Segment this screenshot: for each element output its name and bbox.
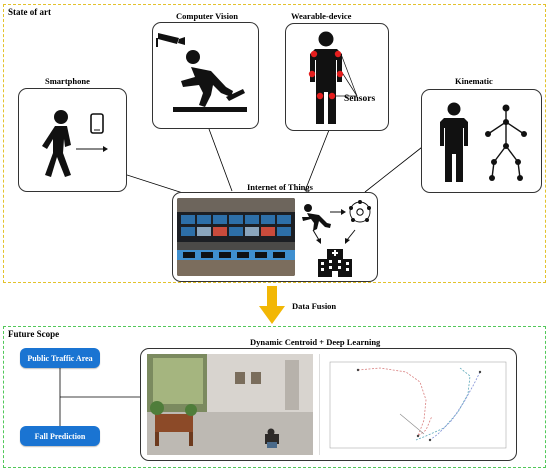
cctv-camera-icon xyxy=(156,33,185,47)
dynamic-centroid-card xyxy=(140,348,517,461)
computer-vision-title: Computer Vision xyxy=(176,11,238,21)
lobby-image xyxy=(147,354,313,455)
public-traffic-area-button[interactable]: Public Traffic Area xyxy=(20,348,100,368)
arrow-right-icon xyxy=(330,209,346,215)
kinematic-title: Kinematic xyxy=(455,76,493,86)
data-fusion-label: Data Fusion xyxy=(292,301,337,311)
control-room-image xyxy=(177,198,295,276)
network-icon xyxy=(349,200,371,223)
iot-card xyxy=(172,192,378,282)
state-of-art-region xyxy=(3,4,546,283)
human-silhouette-icon xyxy=(440,102,468,182)
falling-person-icon xyxy=(302,204,331,231)
iot-title: Internet of Things xyxy=(247,182,313,192)
dynamic-centroid-title: Dynamic Centroid + Deep Learning xyxy=(250,337,381,347)
slipping-person-icon xyxy=(173,50,247,112)
kinematic-card xyxy=(421,89,542,193)
skeleton-joints-icon xyxy=(485,104,527,181)
future-scope-region xyxy=(3,326,546,468)
down-arrows-icon xyxy=(312,229,356,244)
trajectory-plot xyxy=(319,354,512,455)
computer-vision-card xyxy=(152,22,259,129)
wearable-title: Wearable-device xyxy=(291,11,352,21)
fall-prediction-button[interactable]: Fall Prediction xyxy=(20,426,100,446)
smartphone-title: Smartphone xyxy=(45,76,90,86)
smartphone-card xyxy=(18,88,127,192)
sensors-label: Sensors xyxy=(344,94,376,104)
data-fusion-arrow-icon xyxy=(259,286,285,324)
state-of-art-label: State of art xyxy=(8,7,51,17)
wearable-card: Sensors xyxy=(285,23,389,131)
lobby-photo xyxy=(147,354,313,455)
hospital-icon xyxy=(318,249,352,277)
trajectory-plot-graphic xyxy=(329,361,507,449)
walking-person-icon xyxy=(42,110,108,177)
control-room-photo xyxy=(177,198,295,276)
future-scope-label: Future Scope xyxy=(8,329,60,339)
human-silhouette-icon xyxy=(308,31,358,124)
